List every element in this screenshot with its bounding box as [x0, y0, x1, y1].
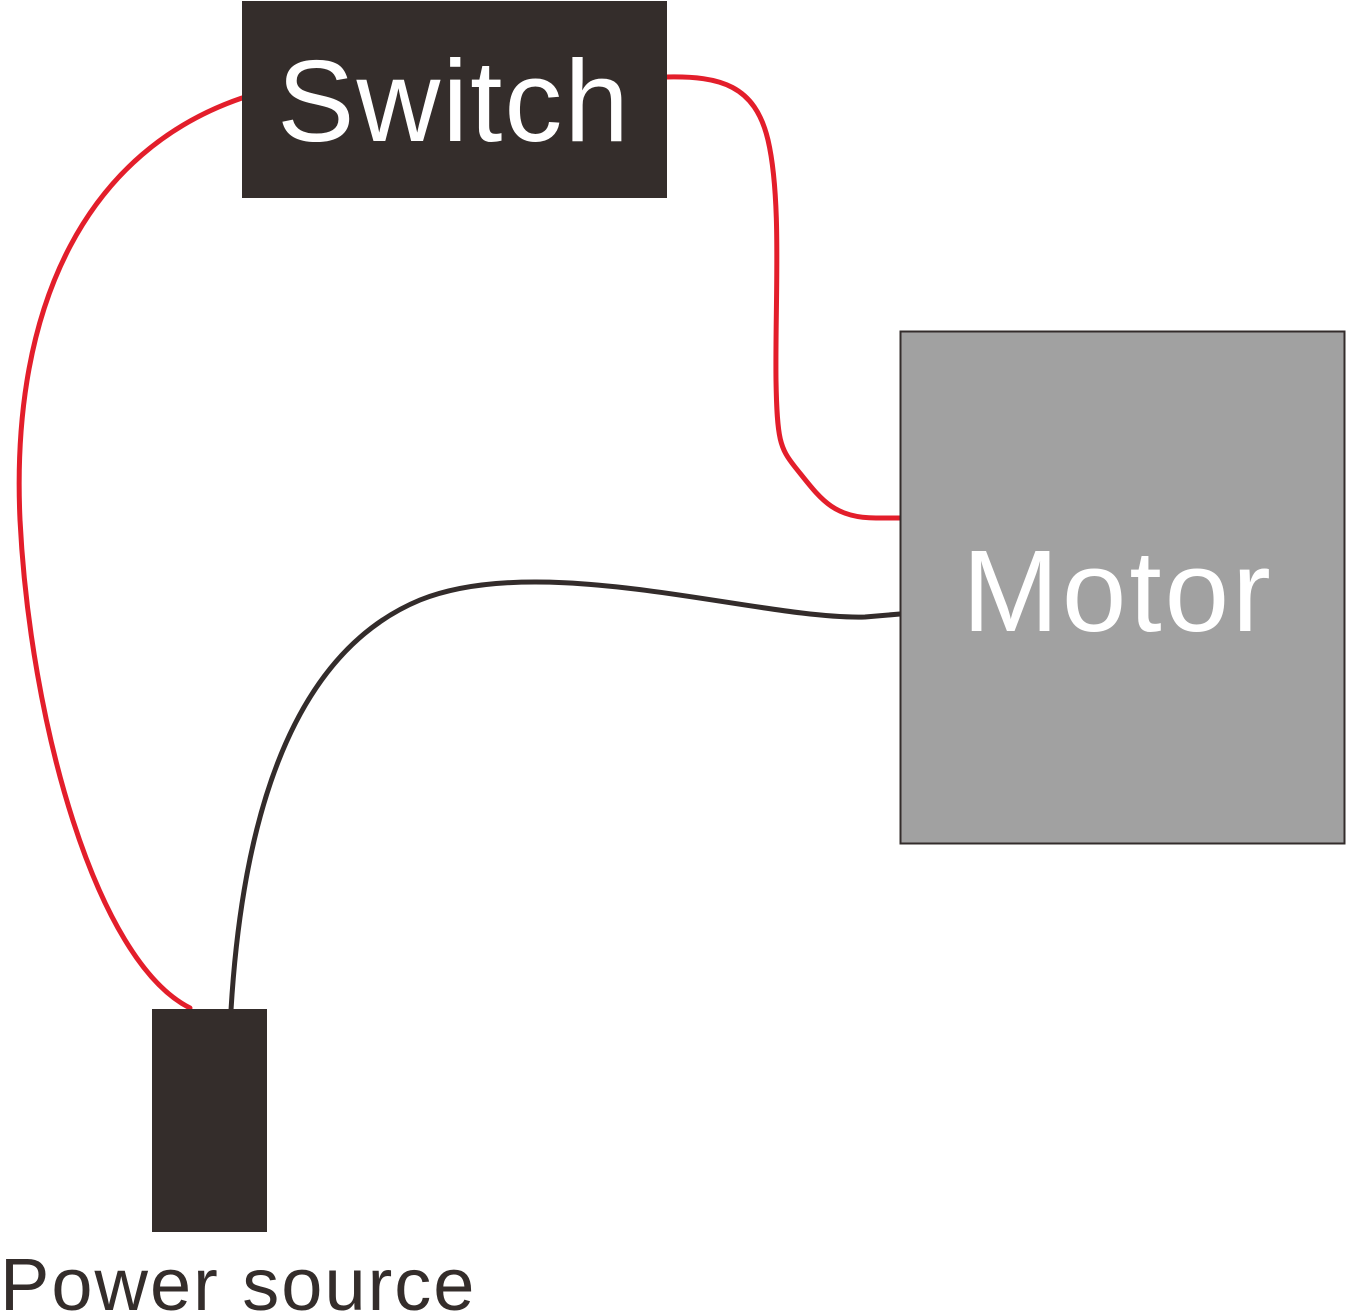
motor-box	[899, 330, 1346, 845]
power-source-label: Power source	[0, 1243, 476, 1316]
switch-box	[242, 1, 667, 198]
motor-component: Motor	[899, 330, 1346, 845]
wire-power-to-switch	[16, 95, 245, 1011]
switch-label: Switch	[277, 36, 631, 166]
wire-power-to-motor	[228, 579, 903, 1013]
power-source-component: Power source	[0, 1009, 476, 1316]
switch-component: Switch	[242, 1, 667, 198]
wire-switch-to-motor	[664, 74, 903, 521]
motor-label: Motor	[962, 526, 1274, 656]
power-source-box	[152, 1009, 267, 1232]
